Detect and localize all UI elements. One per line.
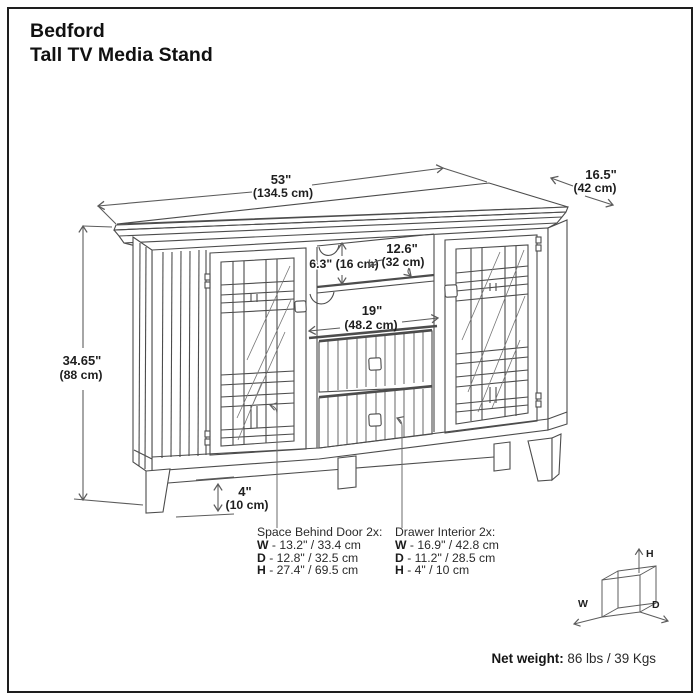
dim-depth-in: 16.5" [585, 167, 616, 182]
dimension-depth [549, 175, 615, 208]
spec-letter: W [395, 538, 407, 553]
product-name: Bedford [30, 20, 105, 42]
left-corner-post [161, 249, 207, 459]
right-door-hinges [535, 236, 542, 408]
spec-letter: H [257, 563, 266, 578]
dim-top-opening-label: 6.3" (16 cm) [309, 257, 378, 271]
leader-drawer-interior [395, 416, 404, 528]
spec-row-d: D - 12.8" / 32.5 cm [257, 552, 382, 564]
drawer-1-knob [368, 357, 382, 371]
page-border [7, 7, 693, 693]
front-right-leg [527, 437, 553, 482]
center-right-leg [493, 441, 511, 472]
spec-letter: H [395, 563, 404, 578]
dim-mid-opening-in: 12.6" [386, 241, 417, 256]
dim-width-in: 53" [271, 172, 292, 187]
left-side-panel [132, 235, 153, 472]
center-shelves [308, 233, 438, 340]
dim-depth-cm: (42 cm) [573, 181, 616, 195]
tv-stand-drawing [113, 182, 569, 514]
spec-value: - 4" / 10 cm [403, 563, 470, 578]
spec-row-d: D - 11.2" / 28.5 cm [395, 552, 499, 564]
dim-width-cm: (134.5 cm) [253, 186, 313, 200]
spec-title: Space Behind Door 2x: [257, 525, 383, 539]
left-door [204, 247, 307, 456]
net-weight-label: Net weight: [491, 651, 564, 666]
cube-w-label: W [578, 598, 588, 610]
shelf-front-edge [308, 324, 438, 340]
center-partitions [316, 235, 435, 448]
right-door-knob [444, 284, 458, 298]
base-legs [145, 433, 562, 514]
cube-w-axis [572, 616, 603, 627]
spec-letter: W [257, 538, 269, 553]
product-type: Tall TV Media Stand [30, 43, 213, 66]
dimension-height [73, 224, 144, 506]
dimension-shelf-width [307, 314, 440, 336]
cube-h-label: H [646, 548, 654, 560]
dimension-leg-height [175, 476, 235, 518]
spec-letter: D [395, 550, 404, 565]
product-title: Bedford Tall TV Media Stand [30, 20, 213, 67]
left-door-hinges [204, 273, 211, 446]
spec-row-w: W - 13.2" / 33.4 cm [257, 539, 382, 551]
left-door-knob [294, 300, 307, 313]
dim-height-in: 34.65" [63, 353, 102, 368]
spec-title: Drawer Interior 2x: [395, 525, 496, 539]
dim-leg-cm: (10 cm) [225, 498, 268, 512]
dim-height-cm: (88 cm) [59, 368, 102, 382]
net-weight: Net weight: 86 lbs / 39 Kgs [440, 651, 656, 666]
dim-leg-in: 4" [238, 484, 251, 499]
cube-d-axis [639, 611, 670, 624]
leader-space-behind-door [268, 402, 278, 528]
spec-value: - 11.2" / 28.5 cm [403, 550, 496, 565]
front-right-leg-side [551, 433, 562, 482]
orientation-cube-icon: H W D [572, 547, 670, 627]
dim-mid-opening-cm: (32 cm) [381, 255, 424, 269]
drawer-2-knob [368, 413, 382, 427]
drawer-2 [318, 384, 433, 449]
spec-row-h: H - 27.4" / 69.5 cm [257, 564, 382, 576]
dimension-width [96, 164, 488, 225]
glass-reflections-left [236, 265, 292, 441]
spec-value: - 13.2" / 33.4 cm [268, 538, 361, 553]
spec-value: - 27.4" / 69.5 cm [265, 563, 359, 578]
spec-value: - 12.8" / 32.5 cm [265, 550, 359, 565]
right-door [444, 234, 542, 434]
spec-row-h: H - 4" / 10 cm [395, 564, 499, 576]
net-weight-value: 86 lbs / 39 Kgs [563, 651, 656, 666]
cube-d-label: D [652, 599, 660, 611]
dim-shelf-cm: (48.2 cm) [344, 318, 397, 332]
spec-space-behind-door: Space Behind Door 2x: W - 13.2" / 33.4 c… [257, 526, 382, 577]
drawer-2-beadboard [327, 389, 424, 447]
right-side-panel [547, 219, 568, 431]
dimension-mid-opening [368, 259, 412, 277]
spec-letter: D [257, 550, 266, 565]
dim-shelf-in: 19" [362, 303, 383, 318]
spec-drawer-interior: Drawer Interior 2x: W - 16.9" / 42.8 cm … [395, 526, 499, 577]
front-left-leg [145, 468, 171, 514]
spec-value: - 16.9" / 42.8 cm [406, 538, 499, 553]
spec-row-w: W - 16.9" / 42.8 cm [395, 539, 499, 551]
cable-cutout-shelf [309, 291, 335, 305]
glass-reflections-right [461, 249, 526, 413]
center-left-leg [337, 455, 357, 490]
